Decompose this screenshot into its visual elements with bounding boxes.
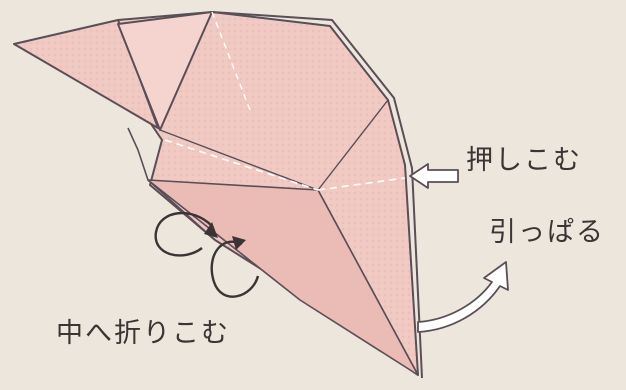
fold-line-b	[317, 99, 389, 191]
pull-arrow-icon	[417, 261, 509, 333]
ear-flap-right	[117, 11, 213, 131]
dash-line-a	[164, 139, 319, 191]
model-outer-edge	[211, 11, 423, 379]
fold-loop-arrow-2-icon	[210, 240, 260, 298]
pull-label: 引っぱる	[489, 217, 605, 248]
fold-loop-arrowhead-1-icon	[204, 222, 218, 238]
push-in-label: 押しこむ	[466, 145, 582, 176]
fold-line-a	[159, 129, 319, 191]
fold-loop-arrow-1-icon	[154, 211, 213, 257]
fold-line-c	[317, 189, 419, 376]
fold-loop-arrowhead-2-icon	[232, 236, 246, 250]
dash-line-b	[317, 177, 406, 191]
lower-edge-detail	[127, 127, 216, 241]
push-arrow-icon	[409, 163, 459, 189]
fold-inside-label: 中へ折りこむ	[56, 318, 230, 349]
